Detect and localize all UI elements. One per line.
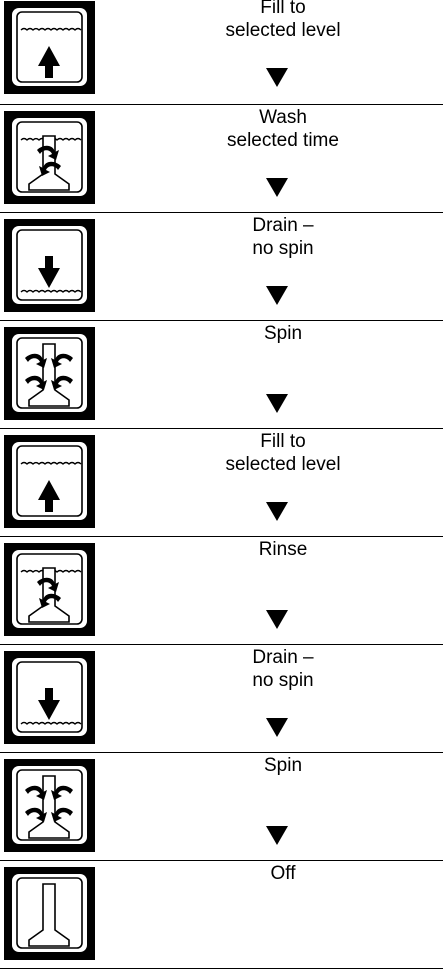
step-divider [0, 860, 443, 861]
cycle-step: Fill to selected level [0, 0, 443, 108]
spin-icon [3, 326, 96, 421]
spin-icon [3, 758, 96, 853]
cycle-step: Drain – no spin [0, 215, 443, 326]
cycle-step: Wash selected time [0, 107, 443, 218]
step-label: Wash selected time [227, 107, 339, 151]
off-icon [3, 866, 96, 961]
next-step-arrow-icon [266, 826, 288, 845]
cycle-step: Spin [0, 323, 443, 434]
next-step-arrow-icon [266, 68, 288, 87]
step-label: Fill to selected level [225, 0, 341, 41]
next-step-arrow-icon [266, 718, 288, 737]
cycle-step: Spin [0, 755, 443, 866]
step-label: Fill to selected level [225, 431, 341, 475]
drain-icon [3, 650, 96, 745]
step-divider [0, 644, 443, 645]
step-divider [0, 320, 443, 321]
cycle-step: Drain – no spin [0, 647, 443, 758]
next-step-arrow-icon [266, 610, 288, 629]
step-divider [0, 428, 443, 429]
step-divider [0, 968, 443, 969]
cycle-step: Fill to selected level [0, 431, 443, 542]
drain-icon [3, 218, 96, 313]
rinse-icon [3, 542, 96, 637]
step-label: Drain – no spin [252, 215, 314, 259]
next-step-arrow-icon [266, 286, 288, 305]
step-divider [0, 536, 443, 537]
step-label: Drain – no spin [252, 647, 314, 691]
next-step-arrow-icon [266, 502, 288, 521]
next-step-arrow-icon [266, 178, 288, 197]
step-label: Rinse [258, 539, 308, 560]
step-label: Spin [263, 323, 303, 344]
step-label: Spin [263, 755, 303, 776]
wash-icon [3, 110, 96, 205]
cycle-step: Off [0, 863, 443, 974]
step-divider [0, 752, 443, 753]
step-divider [0, 212, 443, 213]
cycle-step: Rinse [0, 539, 443, 650]
step-label: Off [270, 863, 296, 884]
fill-icon [3, 434, 96, 529]
step-divider [0, 104, 443, 105]
fill-icon [3, 0, 96, 95]
next-step-arrow-icon [266, 394, 288, 413]
